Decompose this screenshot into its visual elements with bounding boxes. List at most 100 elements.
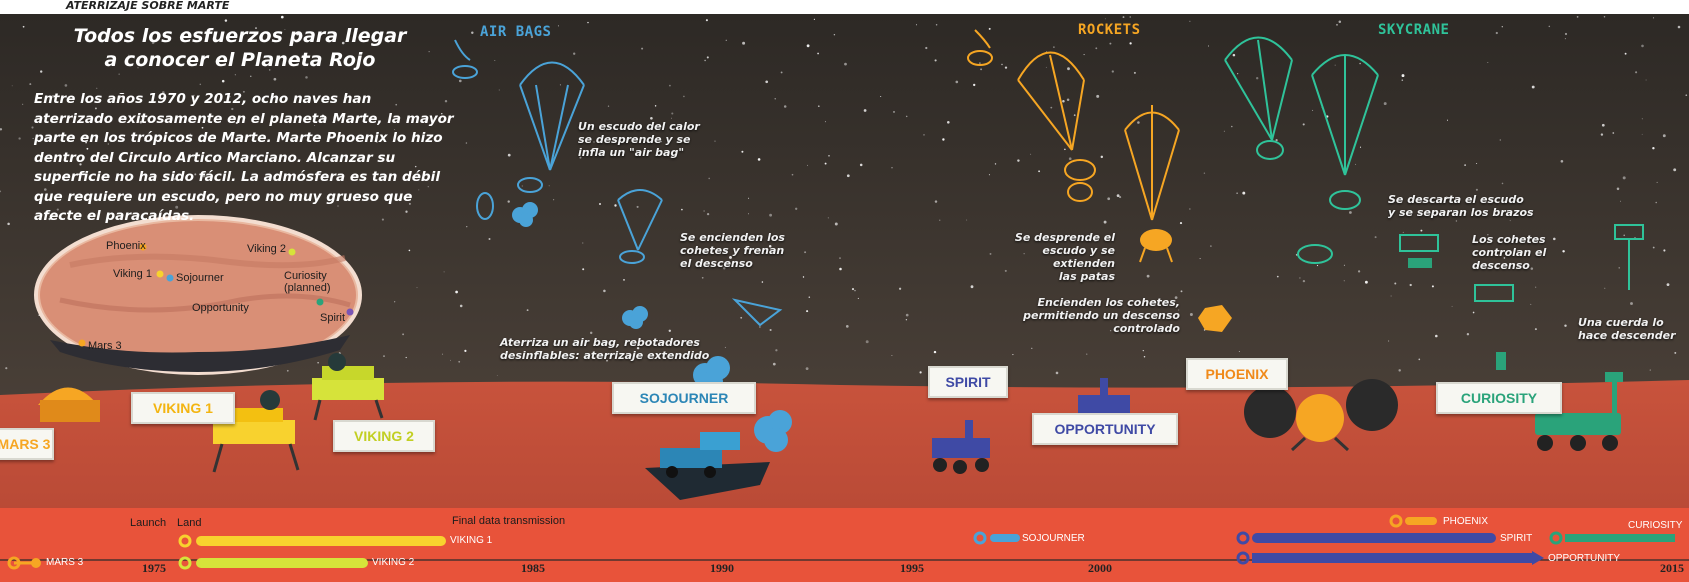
star <box>48 217 51 221</box>
star <box>402 333 405 336</box>
star <box>671 117 672 119</box>
star <box>1476 162 1478 165</box>
sign-curiosity: CURIOSITY <box>1436 382 1562 414</box>
star <box>614 204 617 207</box>
star <box>96 87 98 89</box>
star <box>383 355 385 357</box>
timeline-legend-land: Land <box>177 517 202 529</box>
star <box>173 177 176 181</box>
star <box>1276 275 1279 278</box>
star <box>989 252 992 255</box>
star <box>891 167 893 169</box>
mars3-lander <box>38 387 100 422</box>
star <box>1231 125 1233 128</box>
year-2015: 2015 <box>1660 561 1684 575</box>
star <box>817 105 820 108</box>
star <box>1199 258 1201 260</box>
star <box>221 79 225 83</box>
technique-skycrane: SKYCRANE <box>1378 22 1450 38</box>
star <box>671 112 674 115</box>
star <box>589 331 593 335</box>
star <box>1655 201 1657 204</box>
star <box>1064 148 1066 151</box>
star <box>557 25 559 27</box>
star <box>1103 220 1107 224</box>
star <box>1355 163 1357 165</box>
star <box>1612 132 1615 134</box>
star <box>725 39 727 41</box>
star <box>1030 153 1032 155</box>
star <box>1663 249 1666 252</box>
star <box>1576 16 1579 18</box>
star <box>1111 70 1114 73</box>
star <box>118 73 120 75</box>
star <box>1630 302 1633 305</box>
star <box>1677 25 1681 29</box>
star <box>824 121 826 123</box>
star <box>806 44 810 48</box>
star <box>427 186 429 188</box>
star <box>923 134 925 136</box>
star <box>1674 351 1677 354</box>
star <box>428 51 430 53</box>
star <box>18 137 21 140</box>
star <box>1409 283 1412 287</box>
star <box>1446 119 1449 121</box>
star <box>980 68 983 71</box>
star <box>1620 200 1622 202</box>
viking1-lander <box>212 390 300 473</box>
star <box>1275 139 1278 142</box>
star <box>376 141 378 143</box>
timeline-label-opportunity: OPPORTUNITY <box>1548 553 1621 564</box>
star <box>1641 118 1643 120</box>
star <box>915 24 918 26</box>
star <box>395 103 398 106</box>
star <box>1107 197 1111 201</box>
star <box>573 52 576 55</box>
star <box>1445 196 1448 200</box>
star <box>1137 121 1140 124</box>
star <box>162 91 165 94</box>
star <box>1129 42 1132 45</box>
star <box>925 46 928 50</box>
star <box>939 219 941 221</box>
star <box>180 193 182 196</box>
star <box>79 163 82 166</box>
star <box>769 328 772 332</box>
star <box>859 163 863 167</box>
star <box>1487 234 1489 236</box>
star <box>1343 264 1345 266</box>
star <box>394 301 396 303</box>
star <box>193 94 195 96</box>
star <box>85 141 87 144</box>
star <box>235 121 238 125</box>
star <box>791 173 794 176</box>
main-title: Todos los esfuerzos para llegar a conoce… <box>73 25 407 71</box>
star <box>224 19 228 22</box>
star <box>1338 20 1342 23</box>
star <box>507 153 511 157</box>
star <box>1208 45 1209 47</box>
star <box>774 98 776 100</box>
star <box>1086 353 1088 355</box>
star <box>1653 17 1655 19</box>
star <box>268 69 271 71</box>
star <box>880 95 882 98</box>
star <box>863 109 867 112</box>
star <box>1299 277 1301 279</box>
star <box>1501 26 1504 28</box>
star <box>337 205 339 207</box>
star <box>548 185 550 187</box>
star <box>539 345 541 347</box>
phoenix-lander <box>1244 379 1398 452</box>
star <box>1238 350 1240 352</box>
star <box>579 156 582 159</box>
star <box>1564 32 1568 36</box>
star <box>905 313 909 317</box>
star <box>603 289 606 293</box>
star <box>1503 257 1506 259</box>
star <box>514 341 517 344</box>
star <box>741 150 744 153</box>
star <box>723 267 726 270</box>
star <box>305 76 308 79</box>
